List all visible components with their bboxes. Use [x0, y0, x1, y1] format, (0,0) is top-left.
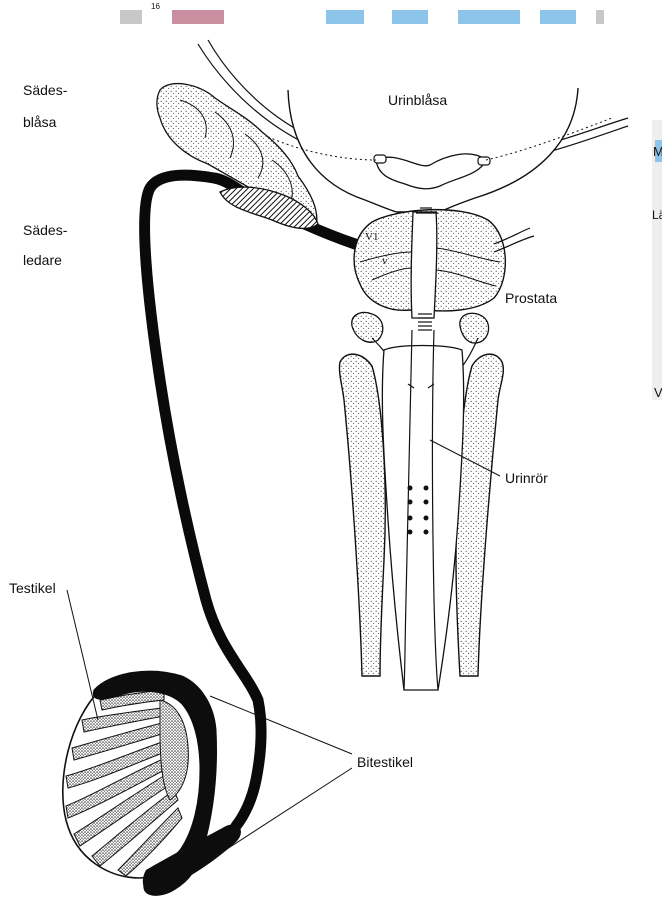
label-sadesledare-line1: Sädes-: [23, 220, 67, 240]
label-testikel: Testikel: [9, 578, 56, 598]
svg-text:,: ,: [410, 263, 413, 275]
svg-text:v: v: [382, 255, 388, 267]
bulbourethral-gland-right: [460, 313, 489, 343]
label-sadesledare-line2: ledare: [23, 250, 62, 270]
leader-testikel: [67, 590, 98, 720]
label-urinror: Urinrör: [505, 468, 548, 488]
label-bitestikel: Bitestikel: [357, 752, 413, 772]
leader-bitestikel-1: [210, 696, 352, 754]
bulbourethral-gland-left: [352, 313, 383, 343]
corpus-spongiosum: [382, 346, 463, 691]
label-urinblasa: Urinblåsa: [388, 90, 447, 110]
label-sadesblasa-line2: blåsa: [23, 112, 56, 132]
label-sadesblasa-line1: Sädes-: [23, 80, 67, 100]
leader-bitestikel-2: [210, 768, 352, 860]
label-prostata: Prostata: [505, 288, 557, 308]
svg-text:V1: V1: [365, 231, 378, 243]
corpus-cavernosum-left: [339, 354, 385, 676]
prostatic-urethra: [411, 212, 437, 318]
